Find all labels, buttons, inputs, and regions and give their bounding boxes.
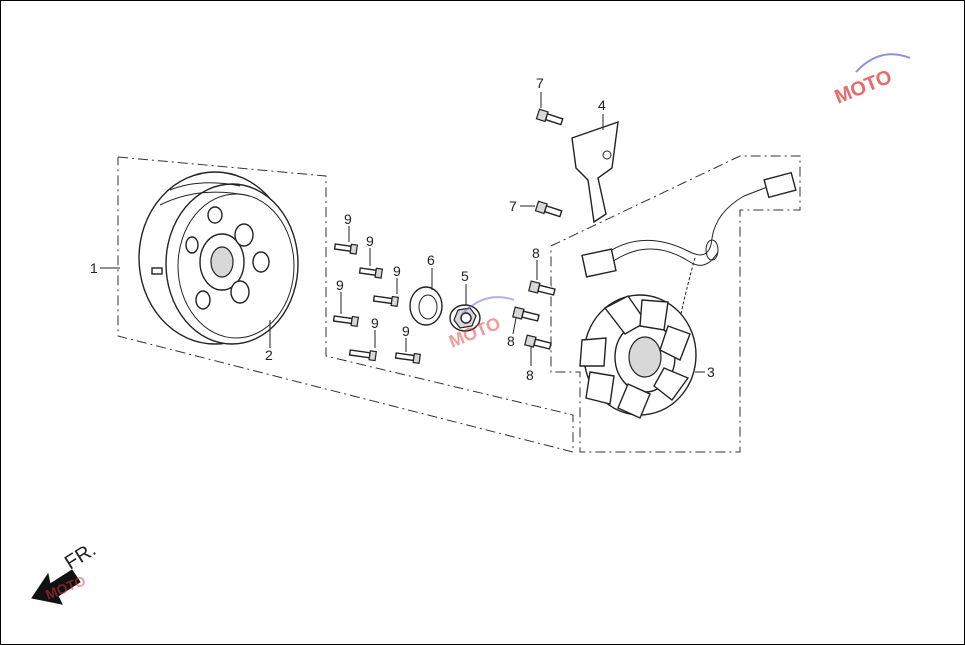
screws-7 — [534, 108, 564, 218]
bolts-8 — [512, 280, 556, 350]
stator-coil-assembly — [579, 171, 797, 419]
callout-9-a: 9 — [344, 211, 352, 227]
callout-8-top: 8 — [532, 245, 540, 261]
bolts-9 — [332, 243, 422, 364]
callout-4: 4 — [598, 97, 606, 113]
callout-9-f: 9 — [402, 323, 410, 339]
callout-7-top: 7 — [536, 75, 544, 91]
leader-lines — [100, 92, 705, 373]
callout-9-e: 9 — [371, 315, 379, 331]
callout-2: 2 — [265, 347, 273, 363]
watermark-top-right: MOTO — [832, 53, 911, 109]
watermark-logo-text: MOTO — [832, 66, 896, 109]
callout-9-c: 9 — [393, 263, 401, 279]
fr-label: FR. — [61, 539, 100, 575]
callout-7-lower: 7 — [509, 198, 517, 214]
wire-bracket — [571, 120, 619, 224]
callout-3: 3 — [707, 364, 715, 380]
rotor-group-outline — [117, 156, 574, 453]
washer — [409, 286, 443, 326]
stator-group-outline — [550, 155, 801, 453]
callout-8-bottom: 8 — [526, 367, 534, 383]
callout-9-d: 9 — [336, 277, 344, 293]
flywheel-rotor — [138, 171, 299, 345]
callout-1: 1 — [90, 260, 98, 276]
callout-9-b: 9 — [366, 233, 374, 249]
callout-5: 5 — [461, 268, 469, 284]
callout-6: 6 — [427, 252, 435, 268]
callout-8-middle: 8 — [507, 333, 515, 349]
